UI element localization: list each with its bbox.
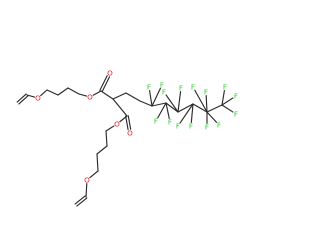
double-bond-line bbox=[18, 95, 29, 105]
single-bond bbox=[192, 103, 208, 113]
atom-label-background bbox=[187, 122, 195, 130]
single-bond bbox=[148, 89, 153, 107]
single-bond bbox=[190, 103, 194, 123]
atom-label-background bbox=[232, 110, 240, 118]
fluorine-atom-label: F bbox=[191, 83, 195, 92]
single-bond bbox=[26, 94, 36, 98]
single-bond bbox=[205, 95, 208, 113]
fluorine-atom-label: F bbox=[234, 110, 238, 119]
single-bond bbox=[206, 111, 218, 123]
oxygen-atom-label: O bbox=[114, 120, 120, 129]
single-bond bbox=[221, 89, 225, 106]
atom-label-background bbox=[113, 120, 121, 128]
double-bond-line bbox=[16, 93, 27, 103]
single-bond bbox=[165, 102, 179, 113]
double-bond-line bbox=[74, 195, 86, 205]
double-bond-line bbox=[101, 76, 111, 93]
fluorine-atom-label: F bbox=[168, 118, 172, 127]
atom-label-background bbox=[202, 88, 210, 96]
oxygen-atom-label: O bbox=[107, 69, 113, 78]
fluorine-atom-label: F bbox=[154, 117, 158, 126]
single-bond bbox=[96, 153, 99, 172]
fluorine-atom-label: F bbox=[234, 92, 238, 101]
single-bond bbox=[157, 102, 167, 119]
fluorine-atom-label: F bbox=[205, 123, 209, 132]
single-bond bbox=[139, 100, 153, 107]
single-bond bbox=[125, 92, 141, 102]
single-bond bbox=[221, 97, 234, 106]
double-bond-line bbox=[76, 197, 88, 207]
single-bond bbox=[100, 90, 114, 100]
single-bond bbox=[112, 92, 127, 100]
single-bond bbox=[177, 90, 182, 113]
fluorine-atom-label: F bbox=[176, 122, 180, 131]
single-bond bbox=[151, 102, 167, 107]
single-bond bbox=[179, 103, 194, 124]
oxygen-atom-label: O bbox=[87, 93, 93, 102]
atom-label-background bbox=[177, 84, 185, 92]
single-bond bbox=[194, 89, 208, 113]
double-bond-line bbox=[125, 115, 129, 131]
atom-label-background bbox=[189, 83, 197, 91]
single-bond bbox=[78, 93, 88, 97]
double-bond-line bbox=[127, 115, 132, 130]
fluorine-atom-label: F bbox=[147, 83, 151, 92]
single-bond bbox=[165, 102, 170, 120]
fluorine-atom-label: F bbox=[223, 83, 227, 92]
atom-label-background bbox=[174, 122, 182, 130]
single-bond bbox=[85, 183, 88, 198]
single-bond bbox=[177, 103, 194, 113]
atom-label-background bbox=[145, 83, 153, 91]
bond-layer bbox=[16, 75, 234, 207]
atom-label-background bbox=[34, 94, 42, 102]
fluorine-atom-label: F bbox=[179, 84, 183, 93]
atom-label-background bbox=[160, 88, 168, 96]
atom-label-background bbox=[232, 92, 240, 100]
single-bond bbox=[89, 170, 99, 179]
single-bond bbox=[40, 89, 48, 97]
oxygen-atom-label: O bbox=[35, 94, 41, 103]
atom-label-background bbox=[106, 69, 114, 77]
single-bond bbox=[92, 90, 102, 96]
atom-label-background bbox=[166, 118, 174, 126]
atom-label-background bbox=[203, 123, 211, 131]
atom-label-background bbox=[221, 83, 229, 91]
double-bond-line bbox=[99, 75, 108, 91]
atom-label-background bbox=[83, 176, 91, 184]
single-bond bbox=[112, 98, 128, 117]
fluorine-atom-label: F bbox=[160, 81, 164, 90]
oxygen-atom-label: O bbox=[84, 176, 90, 185]
single-bond bbox=[46, 89, 59, 96]
single-bond bbox=[165, 94, 179, 113]
atom-label-background bbox=[158, 81, 166, 89]
fluorine-atom-label: F bbox=[217, 121, 221, 130]
oxygen-atom-label: O bbox=[127, 129, 133, 138]
single-bond bbox=[105, 125, 115, 132]
fluorine-atom-label: F bbox=[204, 88, 208, 97]
single-bond bbox=[67, 87, 80, 95]
single-bond bbox=[221, 104, 234, 113]
atom-label-background bbox=[126, 129, 134, 137]
single-bond bbox=[119, 115, 128, 123]
fluorine-atom-label: F bbox=[162, 88, 166, 97]
single-bond bbox=[96, 145, 108, 155]
atom-label-background bbox=[215, 121, 223, 129]
atom-label-background bbox=[86, 93, 94, 101]
single-bond bbox=[105, 130, 108, 147]
single-bond bbox=[57, 87, 69, 96]
atom-label-background bbox=[152, 117, 160, 125]
fluorine-atom-label: F bbox=[189, 122, 193, 131]
single-bond bbox=[151, 87, 162, 107]
single-bond bbox=[206, 104, 223, 113]
